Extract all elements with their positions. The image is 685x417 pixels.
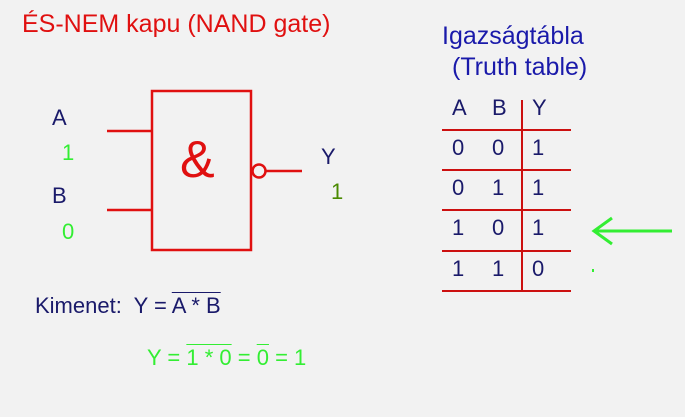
table-cell: 0 bbox=[532, 256, 545, 281]
gate-body bbox=[150, 89, 253, 252]
evaluated-formula: Y = 1 * 0 = 0 = 1 bbox=[147, 345, 306, 371]
table-cell: 0 bbox=[452, 175, 465, 200]
page-title: ÉS-NEM kapu (NAND gate) bbox=[22, 10, 331, 38]
table-cell: 1 bbox=[452, 215, 465, 240]
table-cell: 1 bbox=[532, 175, 545, 200]
table-cell: 1 bbox=[532, 215, 545, 240]
table-cell: 1 bbox=[532, 135, 545, 160]
evaluated-start: Y = bbox=[147, 345, 187, 370]
table-cell: 0 bbox=[452, 135, 465, 160]
current-row-arrow-icon bbox=[591, 216, 672, 246]
table-cell: 1 bbox=[452, 256, 465, 281]
input-b-value: 0 bbox=[62, 219, 75, 244]
inversion-bubble bbox=[251, 163, 267, 179]
input-a-label: A bbox=[52, 105, 67, 130]
table-header-a: A bbox=[452, 95, 467, 120]
truth-table-subtitle: (Truth table) bbox=[452, 53, 588, 81]
evaluated-expr2: 0 bbox=[256, 345, 269, 370]
evaluated-end: = 1 bbox=[268, 345, 307, 370]
table-cell: 0 bbox=[492, 135, 505, 160]
table-cell: 0 bbox=[492, 215, 505, 240]
table-cell: 1 bbox=[492, 256, 505, 281]
evaluated-mid: = bbox=[231, 345, 257, 370]
gate-symbol: & bbox=[180, 131, 215, 189]
table-header-y: Y bbox=[532, 95, 547, 120]
input-a-value: 1 bbox=[62, 140, 75, 165]
table-header-b: B bbox=[492, 95, 507, 120]
output-label: Y bbox=[321, 144, 336, 169]
formula-prefix: Kimenet: Y = bbox=[35, 293, 172, 318]
evaluated-expr1: 1 * 0 bbox=[186, 345, 232, 370]
table-cell: 1 bbox=[492, 175, 505, 200]
output-formula: Kimenet: Y = A * B bbox=[35, 293, 221, 319]
input-b-label: B bbox=[52, 183, 67, 208]
output-value: 1 bbox=[331, 179, 344, 204]
truth-table-title: Igazságtábla bbox=[442, 22, 584, 50]
green-speck bbox=[592, 269, 594, 272]
formula-expression: A * B bbox=[171, 293, 221, 318]
